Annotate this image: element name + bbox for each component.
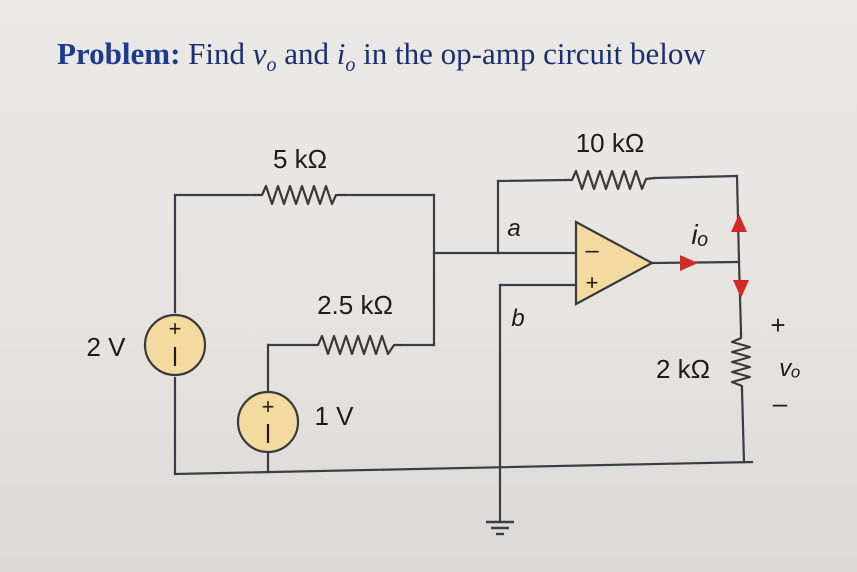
arrow-down-icon [733, 280, 749, 298]
label-2-5k: 2.5 kΩ [317, 290, 393, 320]
svg-text:+: + [169, 316, 182, 341]
label-10k: 10 kΩ [576, 128, 645, 158]
problem-label: Problem: [57, 36, 181, 71]
label-vo-minus: – [773, 388, 788, 418]
svg-text:+: + [262, 394, 275, 419]
problem-title: Problem: Find vo and io in the op-amp ci… [57, 36, 706, 77]
voltage-source-1v: + [236, 390, 300, 454]
wires [173, 174, 754, 524]
label-1v: 1 V [314, 401, 354, 431]
opamp-noninverting-sign: + [586, 270, 599, 295]
label-5k: 5 kΩ [273, 144, 327, 174]
problem-text-2: and [284, 36, 330, 71]
io-variable: io [336, 36, 356, 77]
arrow-right-icon [680, 255, 698, 271]
resistor-10k [565, 169, 656, 191]
label-vo-plus: + [770, 310, 785, 340]
label-node-a: a [507, 215, 520, 242]
resistor-5k [255, 184, 345, 206]
ground-symbol [486, 520, 514, 536]
resistor-2-5k [312, 334, 402, 356]
vo-variable: vo [252, 36, 277, 77]
label-io: iₒ [691, 219, 708, 250]
arrow-up-icon [731, 214, 747, 232]
problem-text-3: in the op-amp circuit below [363, 36, 706, 71]
op-amp: – + [574, 220, 655, 306]
label-2k: 2 kΩ [656, 354, 710, 384]
problem-text-1: Find [188, 36, 246, 71]
label-2v: 2 V [86, 332, 126, 362]
current-arrows [680, 214, 749, 298]
voltage-source-2v: + [143, 313, 207, 377]
resistor-2k [730, 332, 752, 390]
opamp-inverting-sign: – [585, 237, 599, 264]
label-vo: vₒ [779, 355, 800, 382]
label-node-b: b [511, 305, 524, 332]
